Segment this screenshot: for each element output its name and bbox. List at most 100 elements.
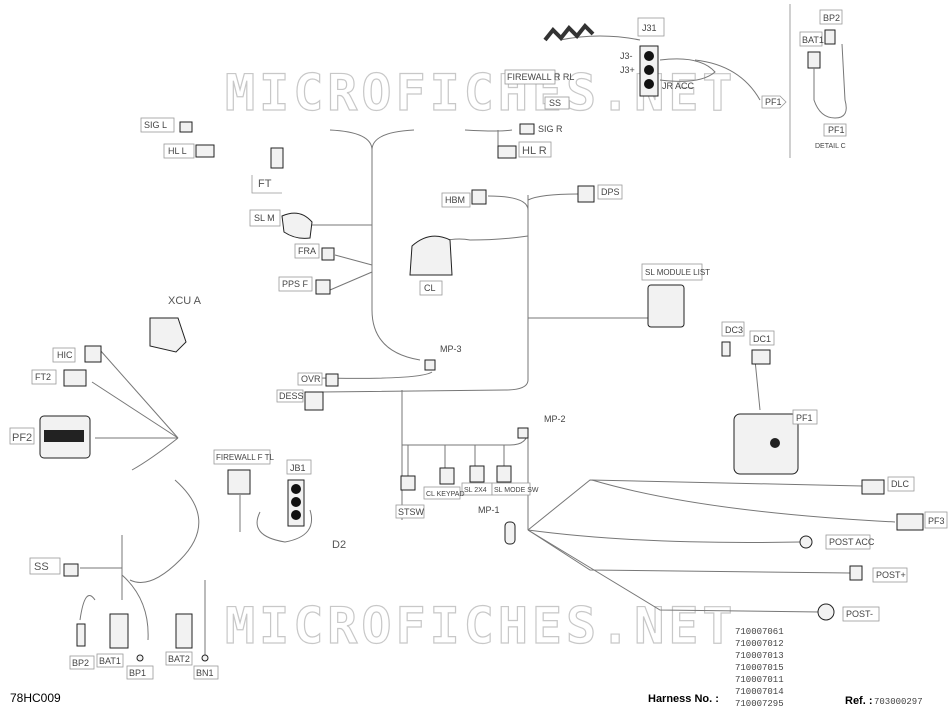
label-mp3: MP-3 [440,344,462,354]
bp2-terminal [76,623,86,647]
diagram-ref-code: 78HC009 [10,691,61,705]
label-bp2-detail: BP2 [823,13,840,23]
bp1-terminal [136,654,144,662]
label-j31: J31 [642,23,657,33]
label-bp2: BP2 [72,658,89,668]
pf1-connector [733,413,799,475]
label-sig-r: SIG R [538,124,563,134]
watermark-bottom: MICROFICHES.NET [225,597,737,655]
label-bat2: BAT2 [168,654,190,664]
xcu-a-connector [149,317,187,353]
label-mp1: MP-1 [478,505,500,515]
label-mp2: MP-2 [544,414,566,424]
label-dps: DPS [601,187,620,197]
label-dess: DESS [279,391,304,401]
label-j3-plus: J3+ [620,65,635,75]
post-minus-terminal [817,603,835,621]
label-cl: CL [424,283,436,293]
label-j3-minus: J3- [620,51,633,61]
label-ss-top: SS [549,98,561,108]
label-sl-module: SL MODULE LIST [645,268,710,277]
hic-connector [84,345,102,363]
title-block: 710007061 710007012 710007013 710007015 … [10,627,923,709]
label-jr-acc: JR ACC [662,81,695,91]
harness-number-2: 710007012 [735,639,784,649]
post-acc-terminal [799,535,813,549]
label-bp1: BP1 [129,668,146,678]
bat2-terminal [175,613,193,649]
firewall-f-tl-connector [227,469,251,495]
component-labels: J31 J3- J3+ JR ACC FIREWALL R RL SS SIG … [12,13,945,678]
label-bn1: BN1 [196,668,214,678]
label-jb1: JB1 [290,463,306,473]
sig-r-connector [519,123,535,135]
bn1-terminal [201,654,209,662]
label-bat1: BAT1 [99,656,121,666]
label-hl-l: HL L [168,146,187,156]
label-pf1-detail: PF1 [828,125,845,135]
dps-connector [577,185,595,203]
label-sl-mode-sw: SL MODE SW [494,487,539,494]
sl-mode-sw-connector [496,465,512,483]
ss-connector [63,563,79,577]
hl-l-connector [195,144,215,158]
label-hic: HIC [57,350,73,360]
dc3-connector [721,341,731,357]
label-hl-r: HL R [522,145,547,157]
dess-connector [304,391,324,411]
label-dlc: DLC [891,479,910,489]
mp3-splice [424,359,436,371]
j3-plus-terminal [644,65,654,75]
harness-number-1: 710007061 [735,627,784,637]
label-pps-f: PPS F [282,279,309,289]
label-post-acc: POST ACC [829,537,875,547]
pps-f-connector [315,279,331,295]
ref-value: 703000297 [874,697,923,707]
label-sl-2x4: SL 2X4 [464,487,487,494]
watermark-top: MICROFICHES.NET [225,64,737,122]
label-sl-m: SL M [254,213,275,223]
label-post-minus: POST- [846,609,873,619]
harness-number-7: 710007295 [735,699,784,709]
label-ss: SS [34,561,49,573]
j3-minus-terminal [644,51,654,61]
bat1-detail-terminal [807,51,821,69]
sl-module-connector [647,284,685,328]
label-dc3: DC3 [725,325,743,335]
label-dc1: DC1 [753,334,771,344]
ref-label: Ref. : [845,695,873,707]
label-xcu-a: XCU A [168,295,202,307]
label-hbm: HBM [445,195,465,205]
label-pf3: PF3 [928,516,945,526]
j31-label-box [637,17,665,37]
cl-module [409,235,453,276]
label-bat1-detail: BAT1 [802,35,824,45]
hl-r-connector [497,145,517,159]
label-fra: FRA [298,246,316,256]
label-firewall-f-tl: FIREWALL F TL [216,453,274,462]
cl-keypad-connector [439,467,455,485]
label-pf1-top: PF1 [765,97,782,107]
label-pf2: PF2 [12,432,32,444]
label-ft2: FT2 [35,372,51,382]
label-firewall-r-rl: FIREWALL R RL [507,72,574,82]
harness-number-3: 710007013 [735,651,784,661]
sl-m-connector [281,212,313,239]
fuse-stack-icon [543,23,595,42]
pf3-connector [896,513,924,531]
label-ovr: OVR [301,374,321,384]
fra-connector [321,247,335,261]
ovr-connector [325,373,339,387]
sl-2x4-connector [469,465,485,483]
label-d2: D2 [332,539,346,551]
bp2-detail-terminal [824,29,836,45]
dlc-connector [861,479,885,495]
label-detail-c: DETAIL C [815,143,846,150]
ft2-connector [63,369,87,387]
hbm-connector [471,189,487,205]
harness-number-4: 710007015 [735,663,784,673]
label-pf1: PF1 [796,413,813,423]
label-ft: FT [258,178,272,190]
mp2-splice [517,427,529,439]
stsw-connector [400,475,416,491]
